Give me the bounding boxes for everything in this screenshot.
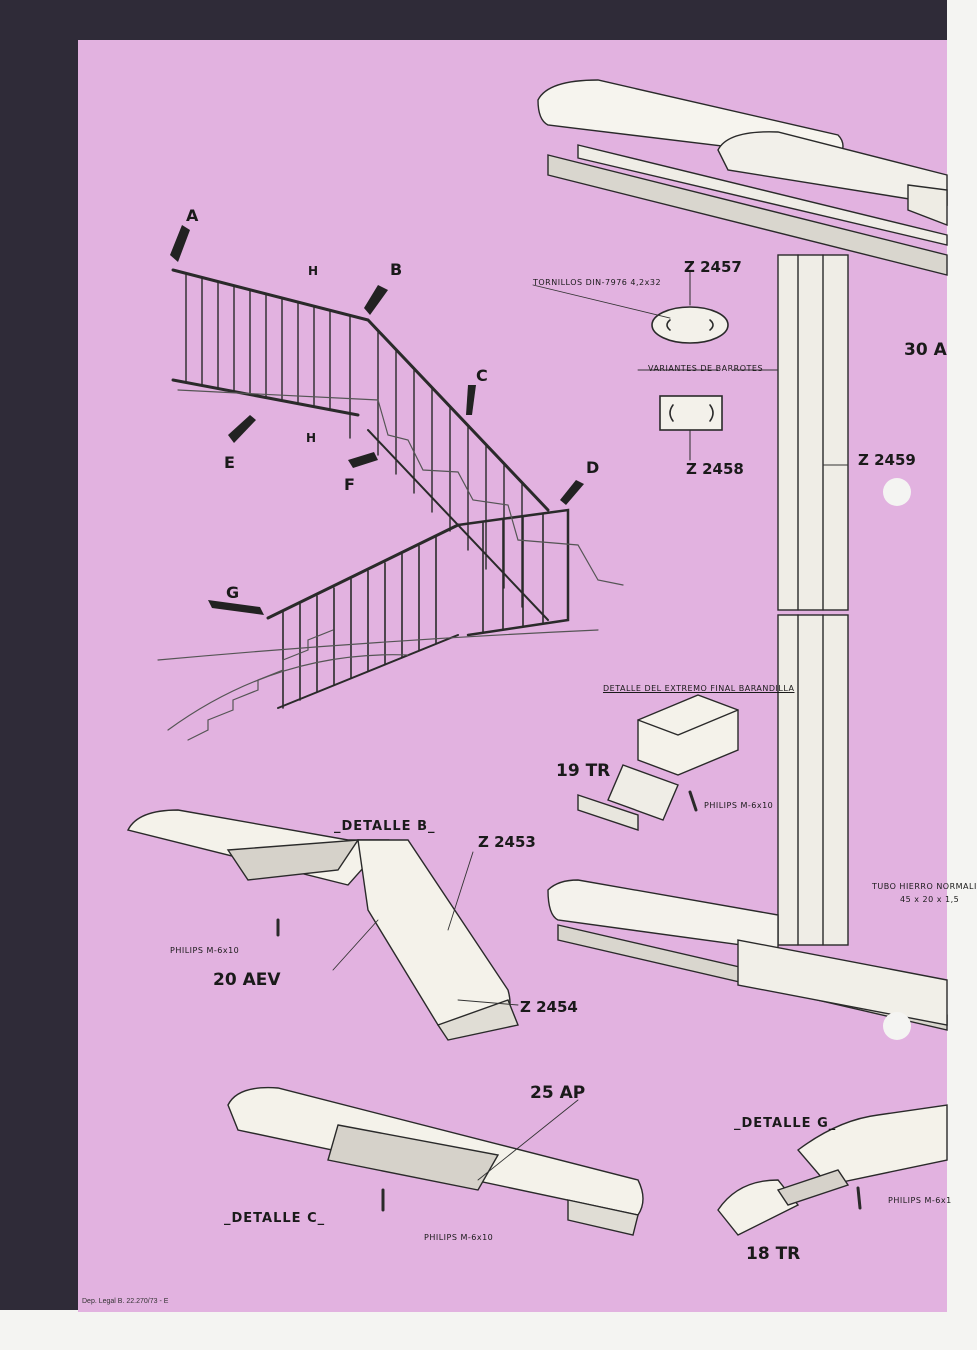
code-19tr: 19 TR xyxy=(556,761,611,781)
code-20aev: 20 AEV xyxy=(213,970,281,990)
note-extremo: DETALLE DEL EXTREMO FINAL BARANDILLA xyxy=(603,684,795,693)
callout-f: F xyxy=(344,475,355,494)
code-z2453: Z 2453 xyxy=(478,833,536,851)
callout-b: B xyxy=(390,260,403,279)
note-philips-top: PHILIPS M-6x10 xyxy=(704,801,774,810)
note-tubo: TUBO HIERRO NORMALI xyxy=(872,882,977,891)
code-z2454: Z 2454 xyxy=(520,998,578,1016)
binder-hole-top xyxy=(883,478,911,506)
code-z2459: Z 2459 xyxy=(858,451,916,469)
staircase-illustration xyxy=(157,225,624,741)
note-philips-c: PHILIPS M-6x10 xyxy=(424,1233,494,1242)
callout-h-top: H xyxy=(308,264,319,278)
code-30a: 30 A xyxy=(904,340,947,360)
callout-d: D xyxy=(586,458,600,477)
callout-c: C xyxy=(476,366,488,385)
detail-g-title: _DETALLE G_ xyxy=(734,1116,837,1131)
vertical-post xyxy=(777,254,849,946)
binder-hole-bottom xyxy=(883,1012,911,1040)
detail-c-drawing xyxy=(227,1086,644,1236)
callout-g: G xyxy=(226,583,240,602)
note-philips-g: PHILIPS M-6x1 xyxy=(888,1196,952,1205)
top-right-rail-profile xyxy=(537,79,948,276)
technical-drawing-sheet: A B C D E F G H H Z 2457 TORNILLOS DIN-7… xyxy=(78,40,976,1312)
detail-b-title: _DETALLE B_ xyxy=(334,819,436,834)
code-z2457: Z 2457 xyxy=(684,258,742,276)
note-variantes: VARIANTES DE BARROTES xyxy=(648,364,764,373)
bar-variants xyxy=(651,271,729,461)
bottom-right-profile xyxy=(547,879,948,1031)
detail-c-title: _DETALLE C_ xyxy=(224,1211,326,1226)
code-z2458: Z 2458 xyxy=(686,460,744,478)
drawing-canvas xyxy=(126,79,948,1236)
callout-e: E xyxy=(224,453,235,472)
detail-g-drawing xyxy=(717,1104,948,1236)
callout-a: A xyxy=(186,206,199,225)
callout-h-bottom: H xyxy=(306,431,317,445)
legal-deposit-footer: Dep. Legal B. 22.270/73 - E xyxy=(82,1298,169,1305)
note-philips-b: PHILIPS M-6x10 xyxy=(170,946,240,955)
code-18tr: 18 TR xyxy=(746,1244,801,1264)
note-tubo-size: 45 x 20 x 1,5 xyxy=(900,895,960,904)
code-25ap: 25 AP xyxy=(530,1083,586,1103)
note-tornillos: TORNILLOS DIN-7976 4,2x32 xyxy=(533,278,662,287)
detail-b-drawing xyxy=(126,809,519,1041)
end-detail-drawing xyxy=(577,694,739,831)
